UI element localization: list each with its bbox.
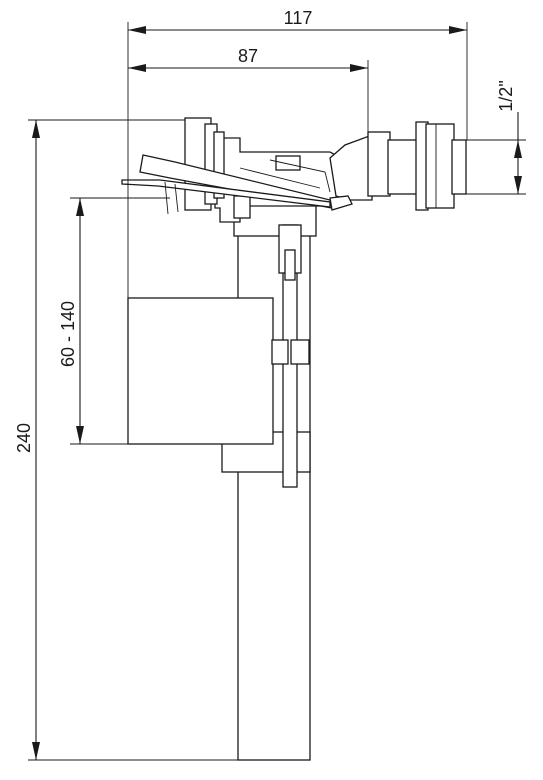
dimension-overall-height: 240	[14, 119, 238, 761]
dimension-label-thread: 1/2"	[496, 80, 516, 111]
dimensions: 117 87 1/2" 60 - 140	[14, 8, 526, 761]
dimension-height-range: 60 - 140	[58, 197, 170, 445]
float-cup	[127, 297, 274, 445]
dimension-label-117: 117	[284, 8, 313, 28]
dimension-label-240: 240	[14, 423, 34, 453]
dimension-label-87: 87	[238, 46, 258, 66]
outlet-clip	[329, 195, 353, 211]
valve-knob	[275, 155, 301, 171]
valve-knob	[233, 195, 251, 219]
dimension-thread-size: 1/2"	[466, 80, 526, 195]
inlet-shank	[367, 121, 467, 211]
head-flange	[184, 117, 225, 211]
float-guide-rod	[271, 224, 310, 488]
dimension-label-range: 60 - 140	[58, 301, 78, 367]
outlet-bend	[329, 134, 373, 201]
float-valve-body	[121, 117, 467, 761]
dimension-inlet-offset: 87	[128, 46, 369, 132]
